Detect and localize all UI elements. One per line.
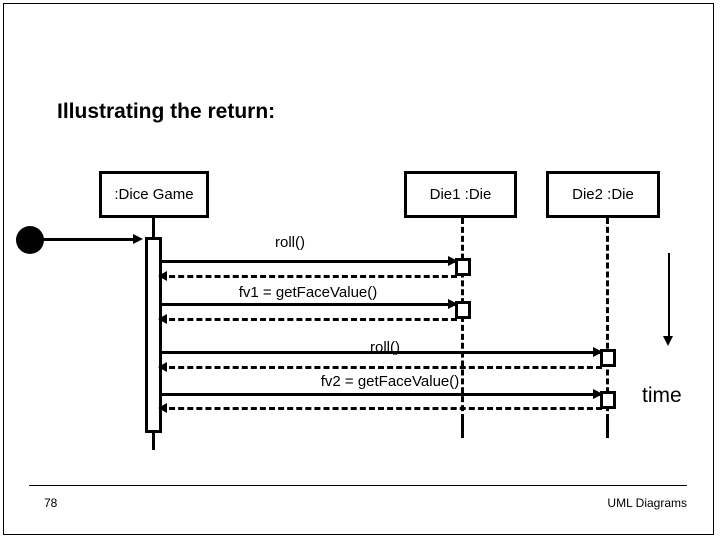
- message-line-return-die2-getfacevalue: [160, 407, 602, 410]
- message-arrowhead-getfacevalue-die1: [448, 299, 458, 309]
- lifeline-label-dicegame: :Dice Game: [114, 186, 194, 203]
- time-axis-arrow-shaft: [668, 253, 670, 338]
- start-marker-filled-circle: [16, 226, 44, 254]
- lifeline-label-die1: Die1 :Die: [429, 186, 492, 203]
- activation-bar-die2-getfacevalue: [600, 391, 616, 409]
- lifeline-line-dicegame-bottom: [152, 431, 155, 450]
- footer-page-number: 78: [44, 496, 58, 510]
- message-arrowhead-return-die2-roll: [158, 362, 167, 372]
- lifeline-line-die2: [606, 218, 609, 420]
- message-line-getfacevalue-die1: [160, 303, 455, 306]
- message-arrowhead-roll-die2: [593, 347, 603, 357]
- footer-divider: [29, 485, 687, 486]
- message-arrowhead-return-die1-getfacevalue: [158, 314, 167, 324]
- lifeline-box-dicegame[interactable]: :Dice Game: [99, 171, 209, 218]
- lifeline-box-die1[interactable]: Die1 :Die: [404, 171, 517, 218]
- time-axis-arrow-head: [663, 336, 673, 346]
- activation-bar-die1-getfacevalue: [455, 301, 471, 319]
- message-label-roll-die1: roll(): [275, 234, 305, 251]
- message-line-getfacevalue-die2: [160, 393, 600, 396]
- message-arrowhead-return-die1-roll: [158, 271, 167, 281]
- lifeline-tail-die1: [461, 420, 464, 438]
- time-axis-label: time: [642, 384, 682, 407]
- lifeline-line-dicegame-top: [152, 218, 155, 240]
- message-label-getfacevalue-die2: fv2 = getFaceValue(): [320, 373, 460, 390]
- message-label-getfacevalue-die1: fv1 = getFaceValue(): [238, 284, 378, 301]
- message-line-roll-die1: [160, 260, 455, 263]
- message-arrowhead-getfacevalue-die2: [593, 389, 603, 399]
- lifeline-line-die1: [461, 218, 464, 420]
- message-line-return-die1-roll: [160, 275, 457, 278]
- message-line-return-die1-getfacevalue: [160, 318, 457, 321]
- activation-bar-die1-roll: [455, 258, 471, 276]
- message-line-roll-die2: [160, 351, 600, 354]
- message-arrowhead-return-die2-getfacevalue: [158, 403, 167, 413]
- message-line-return-die2-roll: [160, 366, 602, 369]
- page-title: Illustrating the return:: [57, 100, 276, 123]
- message-line-found: [42, 238, 139, 241]
- footer-section-label: UML Diagrams: [607, 496, 687, 510]
- lifeline-tail-die2: [606, 420, 609, 438]
- lifeline-box-die2[interactable]: Die2 :Die: [546, 171, 660, 218]
- slide-frame-border: [3, 3, 714, 535]
- activation-bar-die2-roll: [600, 349, 616, 367]
- message-arrowhead-found: [133, 234, 143, 244]
- lifeline-label-die2: Die2 :Die: [572, 186, 634, 203]
- message-arrowhead-roll-die1: [448, 256, 458, 266]
